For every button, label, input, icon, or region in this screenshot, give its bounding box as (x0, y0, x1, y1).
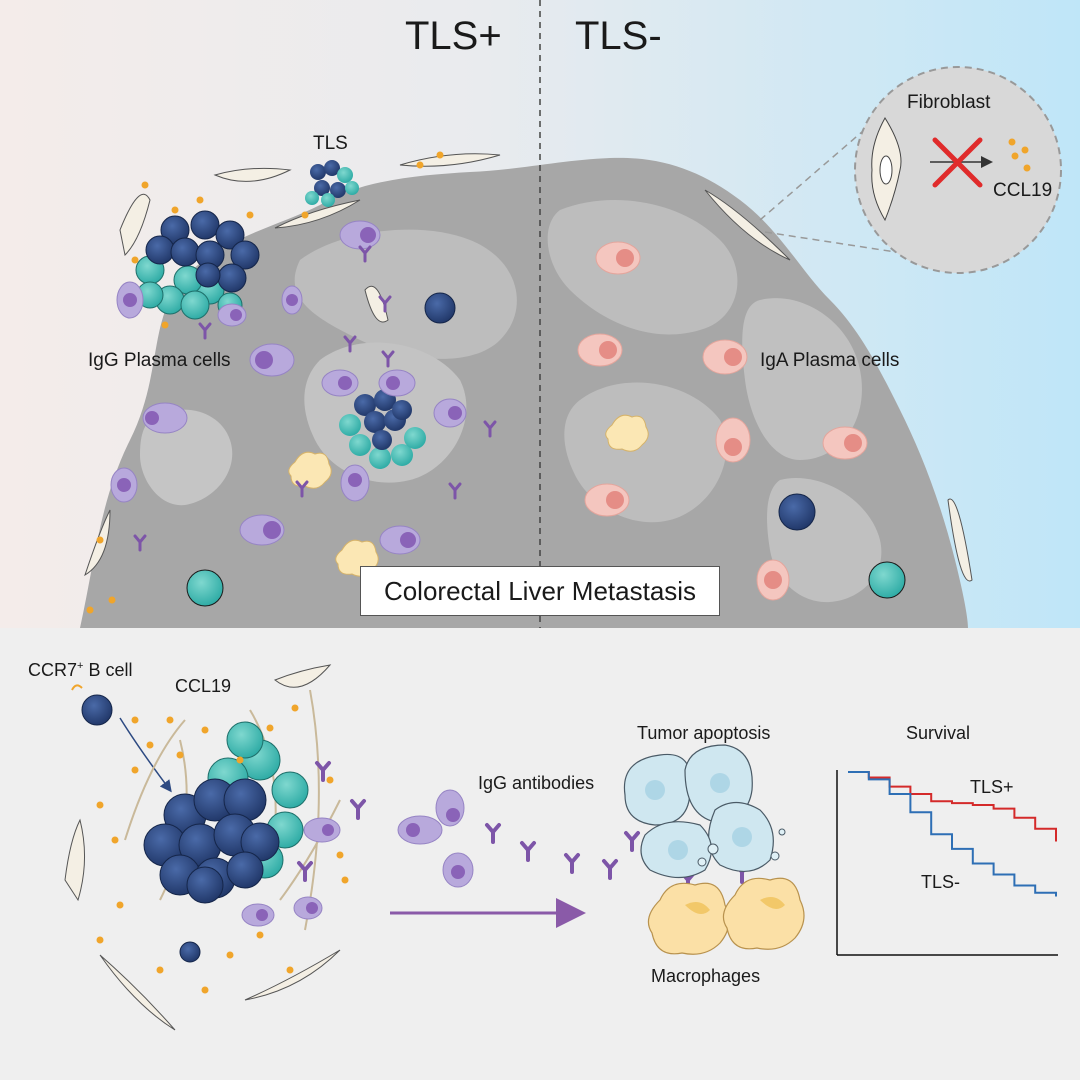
survival-title: Survival (906, 723, 971, 743)
survival-lines (848, 771, 1057, 897)
tls-cluster-large (135, 210, 260, 320)
tls-positive-header: TLS+ (405, 14, 502, 58)
ccl19-dots-bottom (96, 704, 349, 994)
survival-curve-tls-negative (848, 771, 1057, 897)
migration-arrow (119, 717, 172, 793)
ccl19-dots-top (86, 151, 444, 614)
fibroblasts-top (84, 153, 973, 582)
tls-label: TLS (313, 133, 348, 154)
tumor-lobe (547, 200, 738, 335)
t-cell (868, 561, 906, 599)
inset-fibroblast-label: Fibroblast (907, 92, 991, 113)
fibroblasts-bottom (64, 664, 341, 1031)
tumor-lobe (140, 409, 233, 506)
igg-plasma-label: IgG Plasma cells (88, 350, 231, 371)
macrophage (647, 882, 730, 955)
ccr7-b-cell (81, 694, 113, 726)
igg-plasma-cells (110, 220, 467, 555)
tumor-title-box: Colorectal Liver Metastasis (360, 566, 720, 616)
legend-tls-positive: TLS+ (970, 777, 1014, 797)
igg-plasma-cells-bottom (241, 789, 474, 927)
apoptotic-bodies (697, 828, 786, 867)
tls-cluster-bottom (143, 721, 309, 904)
b-cell-label: CCR7+ B cell (28, 660, 133, 680)
inset-ccl19-dots (1008, 138, 1031, 172)
zoom-line (759, 124, 871, 221)
macrophage (722, 877, 805, 950)
zoom-line (764, 231, 916, 256)
b-cell (424, 292, 456, 324)
tumor-lobe (742, 298, 862, 460)
b-cell (179, 941, 201, 963)
macrophage (605, 414, 649, 452)
tls-cluster-medium (339, 389, 426, 469)
macrophages-label: Macrophages (651, 966, 761, 986)
tumor-title: Colorectal Liver Metastasis (383, 575, 697, 606)
inset-ccl19-label: CCL19 (993, 180, 1053, 201)
antibodies-top (133, 245, 497, 552)
zoom-inset (854, 66, 1062, 274)
legend-tls-negative: TLS- (921, 872, 961, 892)
tumor-apoptosis-label: Tumor apoptosis (637, 723, 771, 743)
ccl19-label: CCL19 (175, 676, 232, 696)
block-x-icon (932, 137, 983, 188)
b-cell (778, 493, 816, 531)
tls-cluster-small (305, 160, 359, 207)
t-cell (186, 569, 224, 607)
macrophage (288, 451, 332, 489)
tumor-nuclei (645, 773, 752, 860)
tumor-lobe (294, 229, 517, 359)
igg-antibodies-label: IgG antibodies (478, 773, 595, 793)
iga-plasma-label: IgA Plasma cells (760, 350, 900, 371)
tls-negative-header: TLS- (575, 14, 662, 58)
iga-plasma-cells (577, 241, 868, 601)
